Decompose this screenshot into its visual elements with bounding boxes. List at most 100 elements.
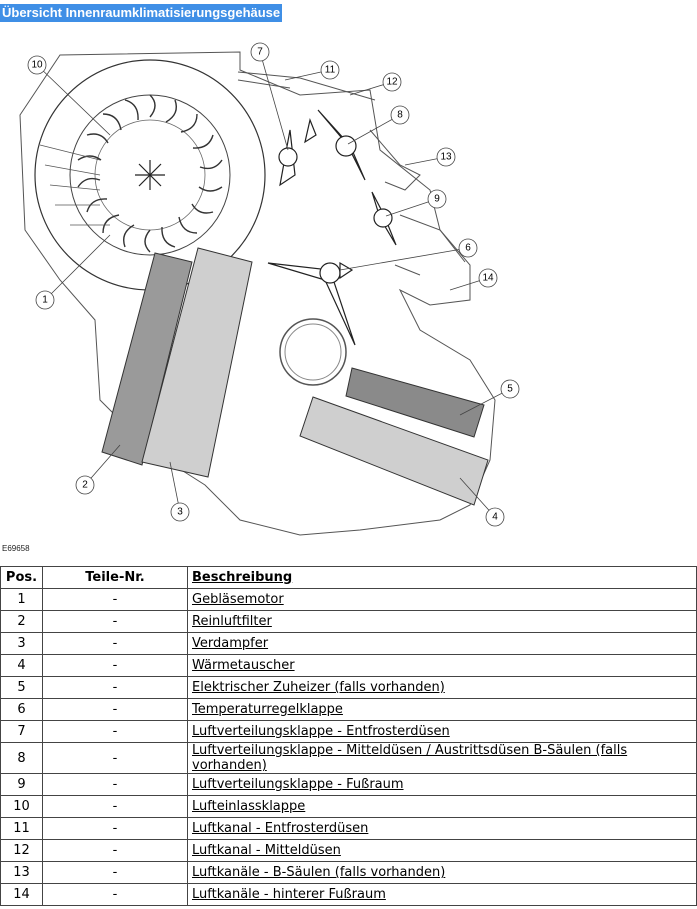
callout-2: 2 — [82, 480, 88, 491]
header-part-no: Teile-Nr. — [42, 566, 188, 589]
callout-8: 8 — [397, 110, 403, 121]
description-link[interactable]: Luftkanal - Mitteldüsen — [192, 843, 341, 858]
part-no-cell: - — [42, 773, 188, 796]
callout-4: 4 — [492, 512, 498, 523]
description-link[interactable]: Luftkanäle - hinterer Fußraum — [192, 887, 386, 902]
table-row: 8-Luftverteilungsklappe - Mitteldüsen / … — [0, 742, 697, 774]
callout-5: 5 — [507, 384, 513, 395]
evaporator — [141, 247, 253, 478]
description-cell: Luftverteilungsklappe - Entfrosterdüsen — [187, 720, 697, 743]
callout-10: 10 — [31, 60, 43, 71]
description-cell: Gebläsemotor — [187, 588, 697, 611]
description-cell: Lufteinlassklappe — [187, 795, 697, 818]
part-no-cell: - — [42, 588, 188, 611]
description-cell: Wärmetauscher — [187, 654, 697, 677]
header-description: Beschreibung — [187, 566, 697, 589]
callout-12: 12 — [386, 77, 398, 88]
description-cell: Elektrischer Zuheizer (falls vorhanden) — [187, 676, 697, 699]
pos-cell: 3 — [0, 632, 43, 655]
duct-lines — [237, 71, 466, 276]
callout-1: 1 — [42, 295, 48, 306]
callout-14: 14 — [482, 273, 494, 284]
table-row: 3-Verdampfer — [0, 632, 697, 655]
callout-6: 6 — [465, 243, 471, 254]
table-row: 10-Lufteinlassklappe — [0, 795, 697, 818]
description-link[interactable]: Luftkanal - Entfrosterdüsen — [192, 821, 369, 836]
parts-table: Pos. Teile-Nr. Beschreibung 1-Gebläsemot… — [0, 566, 697, 906]
part-no-cell: - — [42, 817, 188, 840]
description-link[interactable]: Wärmetauscher — [192, 658, 295, 673]
description-cell: Luftverteilungsklappe - Fußraum — [187, 773, 697, 796]
pos-cell: 9 — [0, 773, 43, 796]
flap-7 — [278, 117, 317, 187]
header-pos: Pos. — [0, 566, 43, 589]
description-link[interactable]: Reinluftfilter — [192, 614, 272, 629]
description-link[interactable]: Elektrischer Zuheizer (falls vorhanden) — [192, 680, 445, 695]
part-no-cell: - — [42, 632, 188, 655]
page-title: Übersicht Innenraumklimatisierungsgehäus… — [0, 4, 283, 22]
description-link[interactable]: Luftkanäle - B-Säulen (falls vorhanden) — [192, 865, 446, 880]
pos-cell: 4 — [0, 654, 43, 677]
description-link[interactable]: Luftverteilungsklappe - Mitteldüsen / Au… — [192, 743, 628, 773]
callout-13: 13 — [440, 152, 452, 163]
description-cell: Luftverteilungsklappe - Mitteldüsen / Au… — [187, 742, 697, 774]
hvac-housing-diagram: 1 2 3 4 5 6 7 8 9 10 11 12 13 14 — [19, 42, 520, 536]
table-row: 2-Reinluftfilter — [0, 610, 697, 633]
blower-wheel — [77, 94, 223, 253]
flap-8 — [317, 109, 366, 181]
blower-hub — [135, 160, 165, 190]
description-link[interactable]: Gebläsemotor — [192, 592, 284, 607]
pos-cell: 2 — [0, 610, 43, 633]
part-no-cell: - — [42, 795, 188, 818]
table-row: 14-Luftkanäle - hinterer Fußraum — [0, 883, 697, 906]
description-cell: Temperaturregelklappe — [187, 698, 697, 721]
part-no-cell: - — [42, 698, 188, 721]
clean-air-filter — [101, 252, 193, 466]
table-row: 13-Luftkanäle - B-Säulen (falls vorhande… — [0, 861, 697, 884]
flap-9 — [371, 191, 397, 246]
pos-cell: 8 — [0, 742, 43, 774]
heater-opening — [279, 318, 347, 386]
callout-7: 7 — [257, 47, 263, 58]
part-no-cell: - — [42, 839, 188, 862]
callout-11: 11 — [325, 65, 336, 76]
pos-cell: 5 — [0, 676, 43, 699]
callout-9: 9 — [434, 194, 440, 205]
description-cell: Verdampfer — [187, 632, 697, 655]
description-link[interactable]: Lufteinlassklappe — [192, 799, 306, 814]
part-no-cell: - — [42, 610, 188, 633]
callout-3: 3 — [177, 507, 183, 518]
pos-cell: 1 — [0, 588, 43, 611]
part-no-cell: - — [42, 654, 188, 677]
flap-6 — [267, 261, 356, 346]
table-row: 1-Gebläsemotor — [0, 588, 697, 611]
description-cell: Luftkanal - Entfrosterdüsen — [187, 817, 697, 840]
pos-cell: 11 — [0, 817, 43, 840]
electric-heater — [345, 367, 485, 438]
pos-cell: 6 — [0, 698, 43, 721]
table-row: 5-Elektrischer Zuheizer (falls vorhanden… — [0, 676, 697, 699]
description-link[interactable]: Luftverteilungsklappe - Entfrosterdüsen — [192, 724, 450, 739]
description-link[interactable]: Verdampfer — [192, 636, 269, 651]
table-row: 4-Wärmetauscher — [0, 654, 697, 677]
figure-id: E69658 — [2, 544, 30, 553]
description-cell: Luftkanäle - hinterer Fußraum — [187, 883, 697, 906]
description-cell: Luftkanal - Mitteldüsen — [187, 839, 697, 862]
table-header-row: Pos. Teile-Nr. Beschreibung — [0, 566, 697, 589]
part-no-cell: - — [42, 676, 188, 699]
part-no-cell: - — [42, 720, 188, 743]
table-row: 6-Temperaturregelklappe — [0, 698, 697, 721]
table-row: 11-Luftkanal - Entfrosterdüsen — [0, 817, 697, 840]
pos-cell: 12 — [0, 839, 43, 862]
part-no-cell: - — [42, 742, 188, 774]
description-link[interactable]: Luftverteilungsklappe - Fußraum — [192, 777, 404, 792]
heat-exchanger — [299, 396, 489, 506]
pos-cell: 10 — [0, 795, 43, 818]
description-link[interactable]: Temperaturregelklappe — [192, 702, 343, 717]
part-no-cell: - — [42, 861, 188, 884]
pos-cell: 7 — [0, 720, 43, 743]
pos-cell: 13 — [0, 861, 43, 884]
description-cell: Reinluftfilter — [187, 610, 697, 633]
pos-cell: 14 — [0, 883, 43, 906]
table-row: 9-Luftverteilungsklappe - Fußraum — [0, 773, 697, 796]
